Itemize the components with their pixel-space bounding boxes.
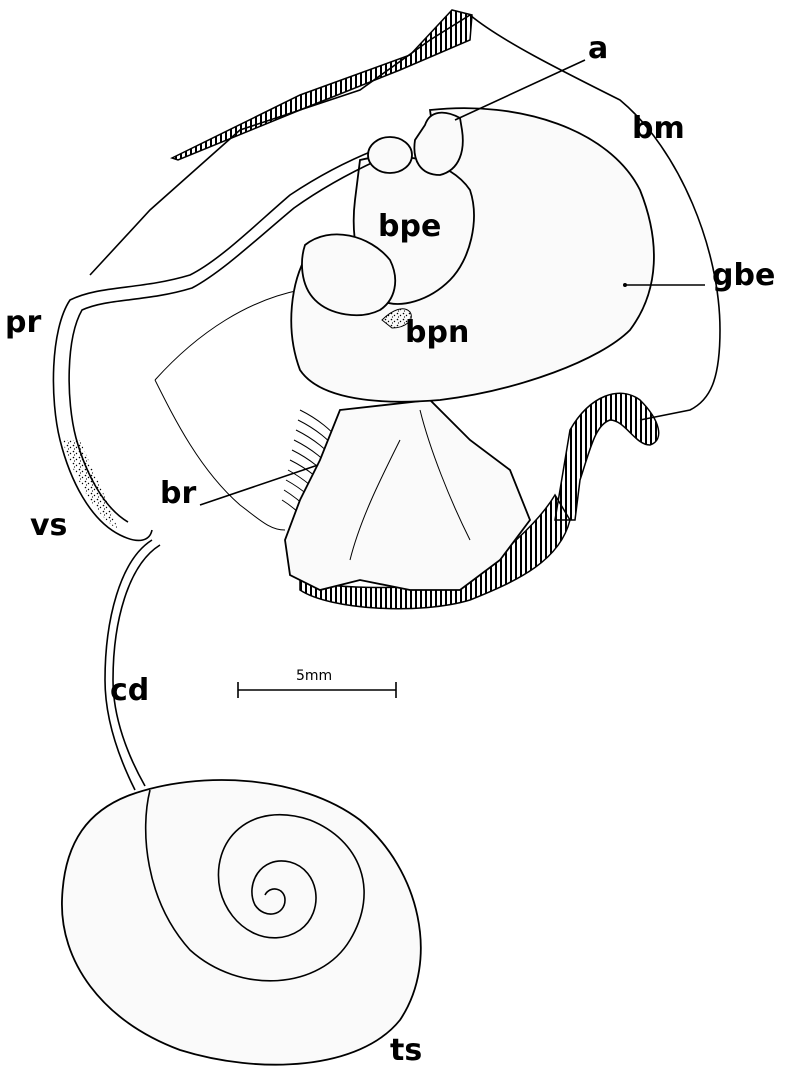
label-gbe: gbe — [712, 258, 775, 293]
label-br: br — [160, 476, 196, 511]
label-bpe: bpe — [378, 209, 441, 244]
scale-bar-label: 5mm — [296, 668, 332, 684]
leader-a — [455, 60, 585, 120]
label-bm: bm — [632, 111, 685, 146]
label-a: a — [588, 31, 608, 66]
label-ts: ts — [390, 1033, 422, 1068]
mantle-cut-hook — [555, 393, 659, 520]
vesicle-vs — [62, 440, 118, 530]
duct-cd-inner — [113, 545, 160, 786]
label-bpn: bpn — [405, 315, 469, 350]
spiral-organ-ts — [62, 780, 421, 1065]
penial-bulb — [368, 137, 412, 173]
scale-bar: 5mm — [238, 668, 396, 698]
label-cd: cd — [110, 673, 149, 708]
lower-body-mass — [285, 400, 530, 590]
organ-a-knob — [414, 113, 462, 175]
label-pr: pr — [5, 305, 41, 340]
leader-gbe-dot — [623, 283, 627, 287]
label-vs: vs — [30, 508, 67, 543]
